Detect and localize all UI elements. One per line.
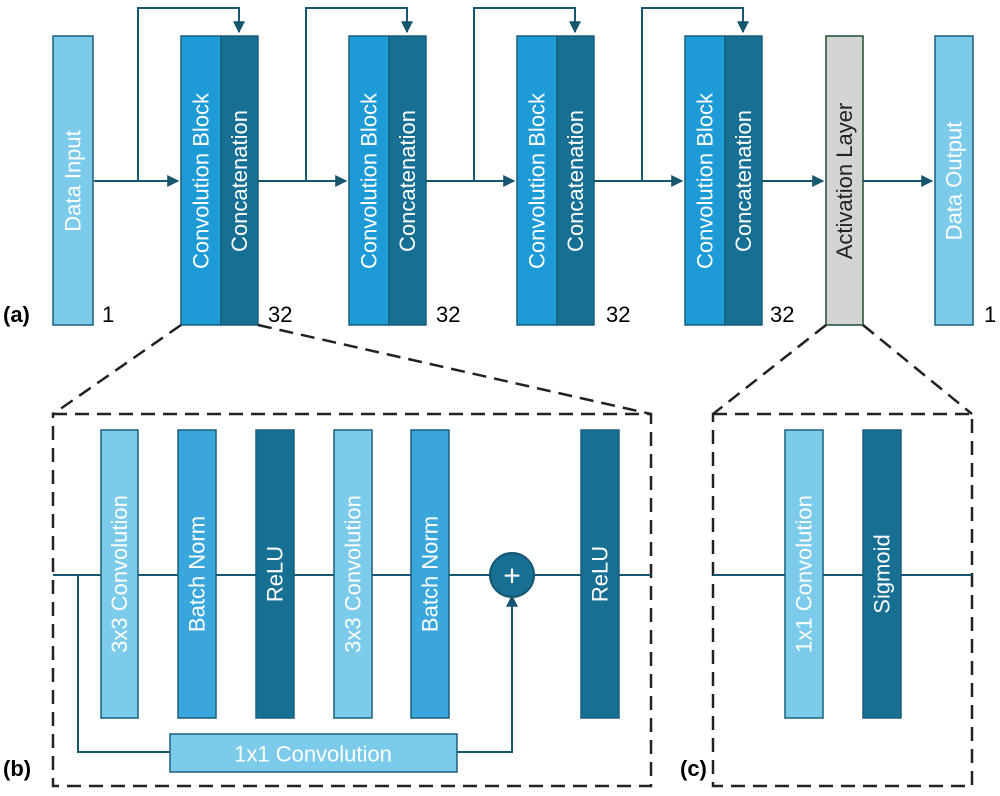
zoom-line-b-right <box>257 323 652 416</box>
block-3-count: 32 <box>606 302 630 327</box>
activation-layer-label: Activation Layer <box>832 103 857 260</box>
conv-block-1 <box>180 35 222 326</box>
data-output-label: Data Output <box>942 122 967 241</box>
concat-block-1 <box>220 35 259 326</box>
b-layer-4 <box>333 429 373 719</box>
skip-arrow-3 <box>473 7 581 181</box>
block-4-count: 32 <box>770 302 794 327</box>
skip-arrow-1 <box>137 7 245 181</box>
data-output-count: 1 <box>984 302 996 327</box>
panel-c: 1x1 Convolution Sigmoid (c) <box>680 412 974 788</box>
conv-block-4-label: Convolution Block <box>693 92 718 269</box>
c-layer-1 <box>784 429 824 719</box>
zoom-line-c-left <box>712 324 827 415</box>
conv-block-4 <box>684 35 726 326</box>
data-input-block <box>52 35 94 326</box>
block-1-count: 32 <box>268 302 292 327</box>
concat-block-3 <box>556 35 595 326</box>
b-layer-1 <box>100 429 139 719</box>
concat-block-4-label: Concatenation <box>731 110 756 252</box>
b-layer-2-label: Batch Norm <box>185 516 210 632</box>
b-layer-6-label: ReLU <box>588 546 613 602</box>
b-layer-2 <box>177 429 217 719</box>
b-layer-3 <box>255 429 295 719</box>
conv-block-2 <box>348 35 390 326</box>
b-layer-1-label: 3x3 Convolution <box>107 495 132 653</box>
sum-node <box>489 552 535 598</box>
concat-block-2 <box>388 35 427 326</box>
concat-block-4 <box>724 35 763 326</box>
b-layer-5-label: Batch Norm <box>418 516 443 632</box>
panel-c-frame <box>711 412 974 788</box>
panel-a-label: (a) <box>3 302 30 327</box>
conv-block-3 <box>516 35 558 326</box>
conv-block-2-label: Convolution Block <box>357 92 382 269</box>
panel-b-frame <box>51 412 653 788</box>
panel-b-label: (b) <box>3 756 31 781</box>
zoom-line-b-left <box>52 323 182 416</box>
b-layer-5 <box>410 429 450 719</box>
panel-a: Data Input 1 Convolution Block Concatena… <box>3 7 996 327</box>
concat-block-2-label: Concatenation <box>395 110 420 252</box>
skip-arrow-2 <box>305 7 413 181</box>
block-2-count: 32 <box>436 302 460 327</box>
data-input-label: Data Input <box>61 130 86 232</box>
concat-block-3-label: Concatenation <box>563 110 588 252</box>
b-layer-6 <box>580 429 620 719</box>
panel-b: 3x3 Convolution Batch Norm ReLU 3x3 Conv… <box>3 412 653 788</box>
zoom-line-c-right <box>862 324 973 415</box>
sum-icon: + <box>503 560 521 593</box>
conv-block-1-label: Convolution Block <box>189 92 214 269</box>
conv-block-3-label: Convolution Block <box>525 92 550 269</box>
panel-c-label: (c) <box>680 756 707 781</box>
skip-arrow-4 <box>641 7 749 181</box>
b-layer-3-label: ReLU <box>263 546 288 602</box>
b-layer-4-label: 3x3 Convolution <box>341 495 366 653</box>
activation-layer-block <box>825 35 864 326</box>
c-layer-2 <box>862 429 902 719</box>
data-input-count: 1 <box>102 302 114 327</box>
c-layer-2-label: Sigmoid <box>870 534 895 613</box>
skip-conv-label: 1x1 Convolution <box>234 742 392 767</box>
concat-block-1-label: Concatenation <box>227 110 252 252</box>
skip-conv-block <box>169 733 458 773</box>
data-output-block <box>934 35 974 326</box>
c-layer-1-label: 1x1 Convolution <box>792 495 817 653</box>
